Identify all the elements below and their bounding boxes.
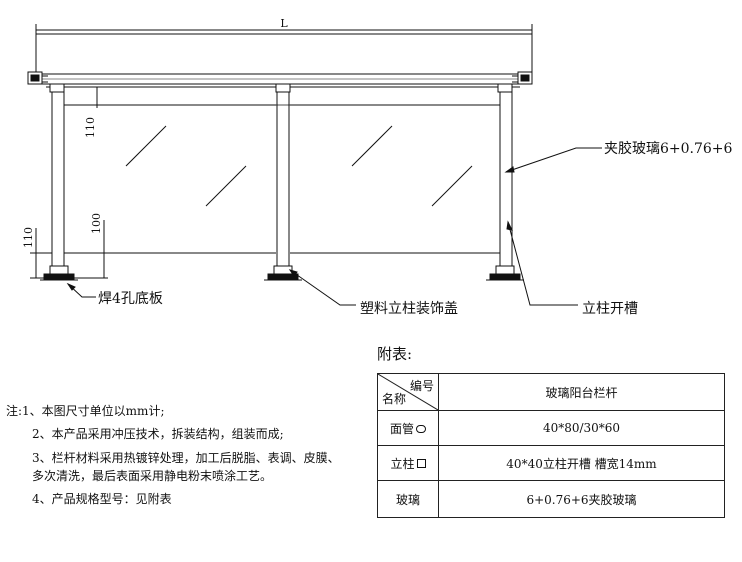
post-left (49, 83, 65, 268)
base-plate-middle (264, 265, 302, 281)
table-header-row: 编号 名称 玻璃阳台栏杆 (377, 373, 725, 411)
note-item: 4、产品规格型号：见附表 (32, 492, 172, 506)
left-end-clamp (27, 71, 48, 85)
note-item: 2、本产品采用冲压技术，拆装结构，组装而成; (32, 427, 284, 441)
table-row: 玻璃 6+0.76+6夹胶玻璃 (377, 480, 725, 518)
baseplate-callout-leader (66, 282, 96, 298)
glass-panel-right (290, 104, 500, 254)
notes-prefix: 注: (6, 404, 23, 418)
dim-100: 100 (64, 213, 108, 279)
base-plate-right (486, 265, 524, 281)
table-row: 面管 40*80/30*60 (377, 410, 725, 446)
attachment-title: 附表: (377, 345, 413, 363)
row-name-label: 面管 (389, 421, 414, 436)
header-diagonal-cell: 编号 名称 (377, 373, 439, 411)
railing-elevation-drawing: L (22, 17, 733, 317)
post-middle (275, 83, 291, 268)
base-plate-left (40, 265, 78, 281)
dim-110-top-label: 110 (84, 117, 97, 138)
row-name-label: 玻璃 (395, 492, 420, 507)
dim-100-label: 100 (90, 213, 103, 234)
header-number-label: 编号 (409, 379, 434, 393)
dim-110-left-label: 110 (22, 227, 35, 248)
row-value-cell: 6+0.76+6夹胶玻璃 (438, 480, 725, 518)
note-item: 1、本图尺寸单位以mm计; (22, 404, 165, 418)
row-name-cell: 面管 (377, 410, 439, 446)
dim-110-rail: 110 (84, 86, 100, 138)
slot-callout-label: 立柱开槽 (582, 301, 638, 317)
diagonal-line (378, 374, 438, 410)
cover-callout-leader (288, 269, 356, 306)
dim-110-left: 110 (22, 227, 52, 279)
slot-callout-leader (506, 220, 578, 306)
row-value-cell: 40*80/30*60 (438, 410, 725, 446)
notes-line-1: 注:1、本图尺寸单位以mm计; (6, 403, 164, 419)
dim-length-label: L (280, 17, 288, 30)
table-row: 立柱 40*40立柱开槽 槽宽14mm (377, 445, 725, 481)
right-end-clamp (512, 71, 533, 85)
note-item: 3、栏杆材料采用热镀锌处理，加工后脱脂、表调、皮膜、 (32, 451, 340, 465)
row-name-cell: 立柱 (377, 445, 439, 481)
header-product-cell: 玻璃阳台栏杆 (438, 373, 725, 411)
row-name-cell: 玻璃 (377, 480, 439, 518)
post-right (497, 83, 513, 268)
header-name-label: 名称 (382, 392, 407, 406)
cover-callout-label: 塑料立柱装饰盖 (360, 301, 458, 317)
square-icon (416, 457, 426, 471)
glass-callout-label: 夹胶玻璃6+0.76+6 (604, 140, 733, 157)
spec-table: 编号 名称 玻璃阳台栏杆 面管 40*80/30*60 立柱 40*40立柱开槽… (377, 373, 725, 518)
row-value-cell: 40*40立柱开槽 槽宽14mm (438, 445, 725, 481)
baseplate-callout-label: 焊4孔底板 (98, 291, 163, 307)
row-name-label: 立柱 (390, 456, 415, 471)
glass-callout-leader (504, 147, 602, 173)
overall-length-dimension: L (35, 17, 533, 72)
oval-icon (416, 422, 426, 436)
note-item: 多次清洗，最后表面采用静电粉末喷涂工艺。 (32, 469, 273, 483)
